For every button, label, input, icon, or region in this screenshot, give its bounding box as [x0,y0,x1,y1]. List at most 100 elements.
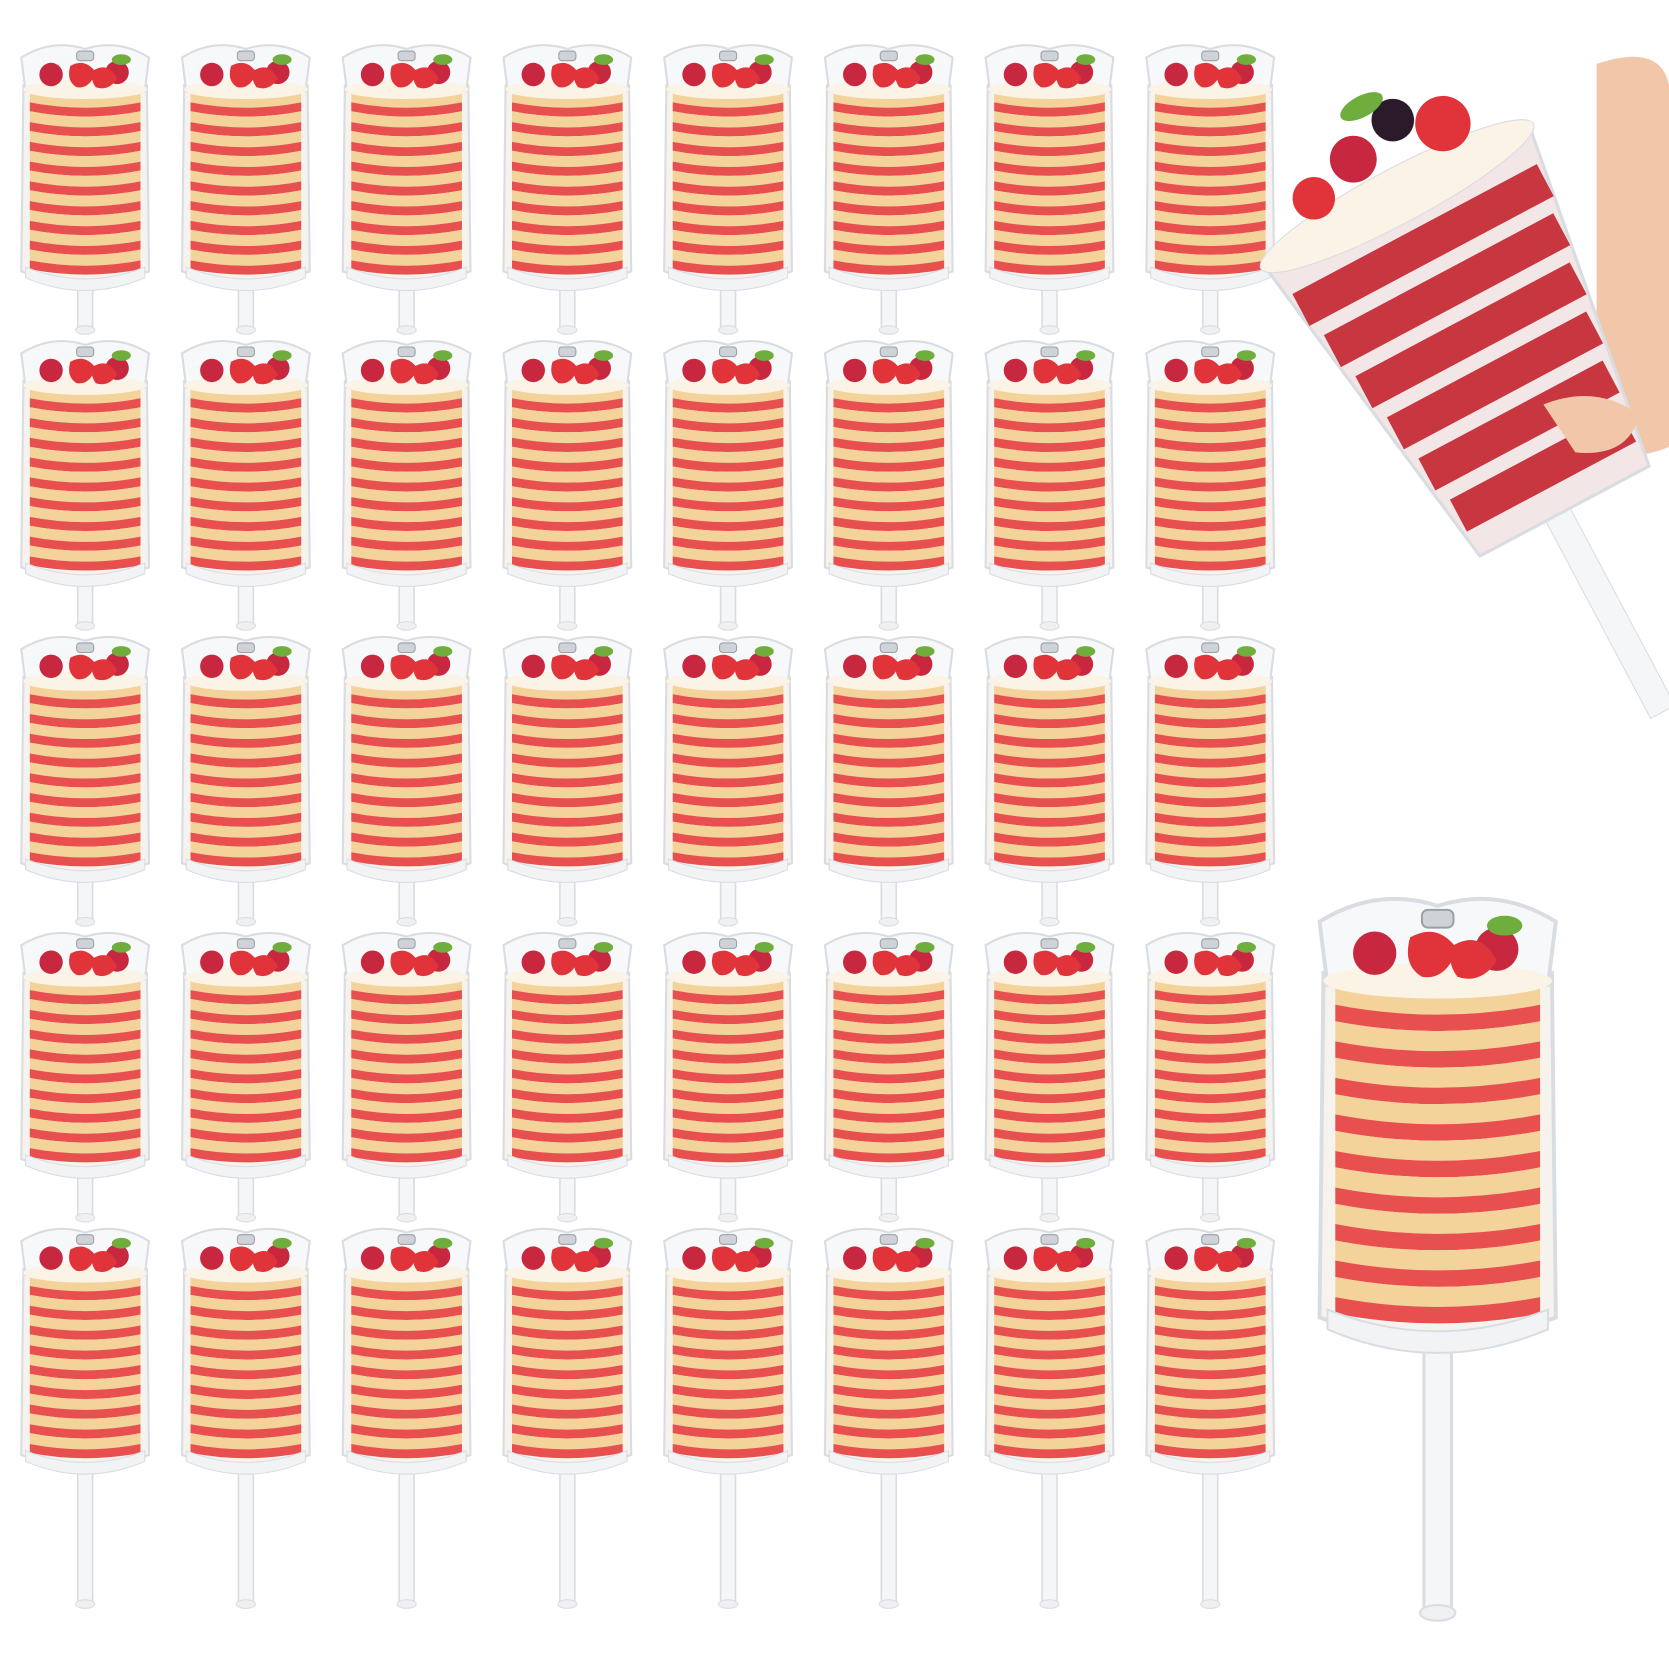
container-bottom [346,266,467,292]
cake-layer [511,229,623,246]
cake-layer [511,1334,623,1351]
jam-layer [351,1424,462,1439]
plunger-base [878,325,899,335]
cake-layer [1154,782,1266,799]
lid-knob [397,938,416,949]
strawberry [1033,654,1061,680]
jam-layer [1335,1187,1541,1214]
jam-layer [511,161,623,176]
mint-leaf [433,646,453,657]
jam-layer [190,812,302,827]
strawberry [252,67,278,89]
container-bottom [989,266,1110,292]
jam-layer [1154,497,1266,512]
cake-layer [511,170,623,187]
cake-layer [1154,1038,1266,1055]
jam-layer [351,181,462,196]
cake-layer [1154,821,1266,838]
cake-layer [833,722,945,740]
strawberry [574,955,600,977]
plunger-base [717,1599,739,1609]
container-bottom [667,1154,789,1179]
jam-layer [833,1345,945,1360]
jam-layer [190,1404,302,1419]
lid-knob [76,50,95,62]
jam-layer [351,1069,462,1084]
jam-layer [672,1365,784,1380]
jam-layer [190,990,302,1005]
raspberry [200,1246,224,1270]
push-pop-item [341,635,472,927]
jam-layer [994,733,1105,748]
jam-layer [351,418,462,433]
cake-layer [833,131,945,148]
push-pop-item [180,44,311,335]
cake-layer [511,1038,623,1055]
jam-layer [511,792,623,808]
jam-layer [351,1365,462,1380]
cake-layer [833,1078,945,1095]
jam-layer [511,536,623,551]
cake-layer [190,762,302,779]
cake-layer [511,446,623,463]
cake-layer [1335,1240,1541,1271]
jam-layer [351,1444,462,1459]
plunger-stick [1422,1335,1453,1615]
cake-layer [190,111,302,128]
cake-layer [994,1433,1105,1450]
cake-layer [994,446,1105,463]
cake-layer [29,1018,141,1035]
jam-layer [833,1148,945,1163]
cake-layer [1154,841,1266,858]
cake-layer [1154,505,1266,523]
jam-layer [29,220,141,236]
jam-layer [672,852,784,867]
jam-layer [1335,1077,1541,1105]
plunger-stick [76,1464,94,1605]
container-bottom [25,1154,146,1179]
jam-layer [511,1049,623,1064]
mint-leaf [272,942,292,953]
strawberry [69,358,96,384]
lid-knob [879,642,898,654]
raspberry [521,950,545,974]
cake-layer [1154,1393,1266,1410]
red-velvet-layer [1355,262,1587,409]
lid-knob [1040,346,1059,358]
cake-layer [994,1373,1105,1391]
container-bottom [1326,1308,1549,1354]
jam-layer [672,1128,784,1143]
jam-layer [1154,457,1266,472]
cake-layer [190,545,302,562]
cake-layer [190,466,302,483]
jam-layer [994,713,1105,729]
cake-layer [351,1137,462,1154]
jam-layer [672,477,784,492]
cake-layer [511,1433,623,1450]
large-push-pop-item [1317,896,1558,1622]
raspberry [360,654,385,679]
jam-layer [1154,713,1266,729]
push-pop-item [823,635,954,927]
jam-layer [29,812,141,827]
mint-leaf [915,646,935,657]
jam-layer [29,556,141,571]
container-bottom [667,1450,789,1475]
jam-layer [833,477,945,492]
strawberry [229,1246,257,1272]
jam-layer [511,1286,623,1301]
jam-layer [351,1009,462,1025]
container-bottom [828,562,949,588]
cake-layer [29,841,141,858]
cake-layer [190,446,302,463]
cake-layer [833,466,945,483]
cake-layer [672,150,784,167]
jam-layer [1154,1148,1266,1163]
strawberry [734,363,760,385]
cake-layer [994,821,1105,838]
cake-layer [29,722,141,740]
jam-layer [29,516,141,532]
strawberry [1194,1246,1221,1272]
cake-layer [351,426,462,444]
cake-layer [190,841,302,858]
